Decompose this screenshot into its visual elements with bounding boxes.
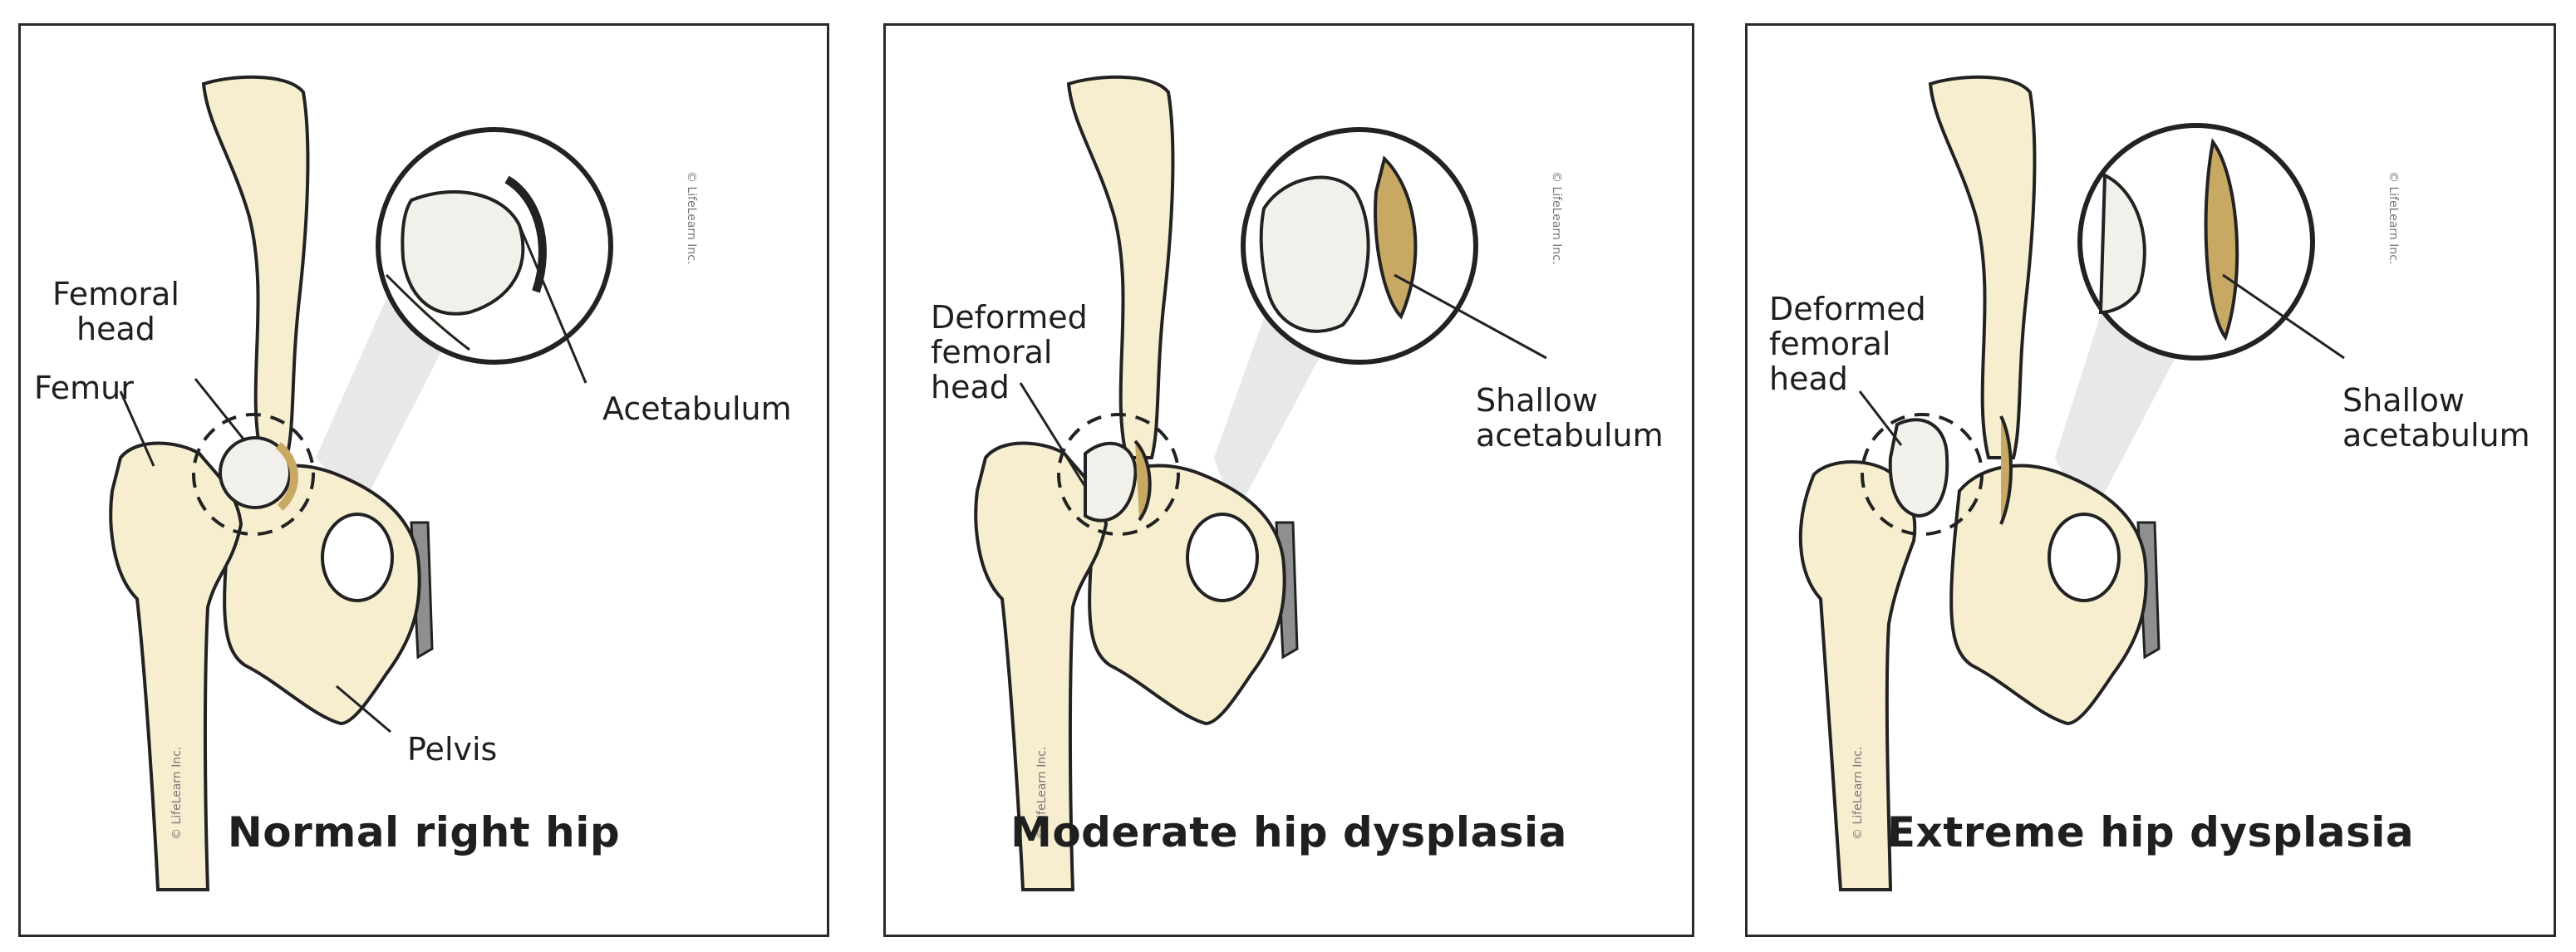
deformed-femoral-head (1084, 441, 1138, 523)
panel-title: Extreme hip dysplasia (1886, 808, 2415, 856)
leader-femur (119, 390, 155, 467)
label-femur: Femur (34, 370, 134, 406)
magnified-shallow-acetabulum (1374, 155, 1418, 320)
watermark-magnifier: © LifeLearn Inc. (685, 171, 698, 265)
acetabulum-cartilage (275, 442, 298, 511)
label-femoral-head: Femoral head (52, 276, 179, 347)
label-deformed-femoral-head: Deformed femoral head (931, 299, 1088, 405)
panel-extreme-dysplasia: Deformed femoral head Shallow acetabulum… (1745, 23, 2556, 937)
magnified-bone-edge (385, 273, 470, 351)
magnified-femoral-head (401, 190, 525, 316)
leader-pelvis (336, 685, 391, 734)
label-shallow-acetabulum: Shallow acetabulum (2342, 382, 2530, 454)
label-shallow-acetabulum: Shallow acetabulum (1476, 382, 1664, 454)
ilium (1928, 75, 2037, 459)
obturator-foramen (321, 513, 394, 602)
pelvis-bone (1949, 464, 2148, 726)
obturator-foramen (2048, 513, 2121, 602)
label-deformed-femoral-head: Deformed femoral head (1769, 291, 1926, 397)
leader-femoral-head (194, 378, 247, 442)
hip-joint-dashed-ring (192, 413, 315, 536)
ilium (1066, 75, 1175, 459)
label-pelvis: Pelvis (407, 731, 498, 768)
panel-normal-hip: Femoral head Femur Acetabulum Pelvis © L… (18, 23, 829, 937)
extreme-dysplasia-illustration (1798, 75, 2345, 891)
deformed-femoral-head (1888, 418, 1949, 518)
panel-title: Normal right hip (227, 808, 621, 856)
panel-title: Moderate hip dysplasia (1010, 808, 1567, 856)
femur-bone (109, 441, 243, 891)
femur-bone (974, 441, 1109, 891)
shallow-acetabulum-cartilage (1133, 439, 1152, 522)
watermark-magnifier: © LifeLearn Inc. (1550, 171, 1563, 265)
label-acetabulum: Acetabulum (602, 390, 792, 427)
leader-shallow-acetabulum (1394, 273, 1547, 360)
moderate-dysplasia-illustration (974, 75, 1547, 891)
hip-joint-dashed-ring (1057, 413, 1180, 536)
normal-hip-illustration (109, 75, 613, 891)
obturator-foramen (1186, 513, 1259, 602)
shallow-acetabulum-cartilage (1999, 415, 2013, 525)
leader-shallow-acetabulum (2222, 273, 2345, 360)
magnified-shallow-acetabulum (2204, 138, 2239, 341)
watermark-magnifier: © LifeLearn Inc. (2387, 171, 2400, 265)
hip-joint-dashed-ring (1861, 413, 1984, 536)
leader-deformed-head (1019, 382, 1087, 488)
panel-moderate-dysplasia: Deformed femoral head Shallow acetabulum… (883, 23, 1694, 937)
leader-acetabulum (518, 224, 587, 384)
ilium (201, 75, 310, 459)
magnified-deformed-head (1259, 175, 1370, 333)
leader-deformed-head (1858, 390, 1903, 446)
magnifier-circle (2077, 123, 2315, 361)
magnified-deformed-head (2098, 172, 2146, 315)
